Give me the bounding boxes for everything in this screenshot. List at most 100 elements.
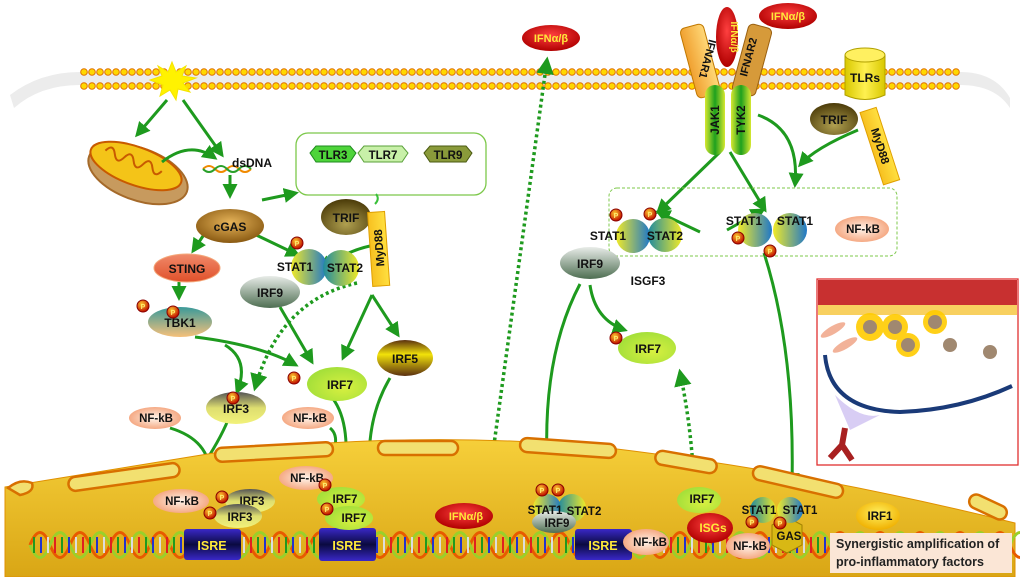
lipid-head (824, 68, 832, 76)
lipid-head (256, 68, 264, 76)
irf7-node-left: IRF7 (307, 367, 367, 401)
lipid-head (104, 82, 112, 90)
svg-text:IRF7: IRF7 (333, 494, 358, 506)
lipid-head (896, 68, 904, 76)
lipid-head (240, 68, 248, 76)
lipid-head (120, 82, 128, 90)
svg-text:IFNα/β: IFNα/β (449, 511, 484, 523)
svg-text:NF-kB: NF-kB (846, 224, 880, 236)
lipid-head (440, 82, 448, 90)
isre-box-2: ISRE (319, 528, 376, 561)
trif-node-right: TRIF (810, 103, 858, 135)
svg-text:P: P (540, 488, 545, 495)
secreted-ifn-node: IFNα/β (522, 25, 580, 51)
lipid-head (920, 68, 928, 76)
lipid-head (368, 82, 376, 90)
svg-text:P: P (292, 376, 297, 383)
lipid-head (312, 68, 320, 76)
trif-node: TRIF (321, 199, 371, 235)
mitochondrion-icon (87, 140, 189, 206)
lipid-head (520, 68, 528, 76)
lipid-head (112, 68, 120, 76)
phosphate-icon: P (287, 371, 301, 385)
lipid-head (656, 68, 664, 76)
svg-text:P: P (556, 488, 561, 495)
lipid-head (792, 68, 800, 76)
lipid-head (576, 68, 584, 76)
lipid-head (832, 68, 840, 76)
svg-text:IRF5: IRF5 (392, 352, 418, 366)
stat1-stat2-dimer-left: STAT1 STAT2 (277, 249, 363, 286)
lipid-head (408, 68, 416, 76)
svg-text:TLR9: TLR9 (434, 150, 463, 162)
phosphate-icon: P (136, 299, 150, 313)
lipid-head (512, 68, 520, 76)
phosphate-icon: P (609, 331, 623, 345)
lipid-head (192, 68, 200, 76)
sting-node: STING (153, 253, 221, 283)
lipid-head (256, 82, 264, 90)
lipid-head (448, 68, 456, 76)
svg-text:TLR7: TLR7 (369, 150, 398, 162)
dotted-arrows (250, 56, 695, 489)
lipid-head (104, 68, 112, 76)
lipid-head (672, 68, 680, 76)
phosphate-icon: P (773, 516, 787, 530)
svg-text:NF-kB: NF-kB (633, 537, 667, 549)
ifn-ligand-free: IFNα/β (759, 3, 817, 29)
svg-text:IRF9: IRF9 (545, 518, 570, 530)
lipid-head (800, 82, 808, 90)
svg-text:TRIF: TRIF (821, 113, 848, 127)
svg-text:IRF9: IRF9 (577, 257, 603, 271)
lipid-head (448, 82, 456, 90)
lipid-head (384, 82, 392, 90)
lipid-head (584, 68, 592, 76)
svg-text:P: P (768, 249, 773, 256)
svg-text:NF-kB: NF-kB (139, 413, 173, 425)
lipid-head (528, 68, 536, 76)
lipid-head (504, 68, 512, 76)
lipid-head (904, 68, 912, 76)
svg-text:STAT1: STAT1 (528, 505, 563, 517)
lipid-head (576, 82, 584, 90)
lipid-head (400, 82, 408, 90)
lipid-head (648, 68, 656, 76)
lipid-head (808, 68, 816, 76)
myd88-node: MyD88 (367, 210, 391, 287)
phosphate-icon: P (320, 502, 334, 516)
lipid-head (336, 68, 344, 76)
lipid-head (472, 82, 480, 90)
endosomal-tlr-box (295, 132, 487, 196)
svg-text:IFNα/β: IFNα/β (771, 11, 806, 23)
lipid-head (776, 82, 784, 90)
svg-text:P: P (171, 310, 176, 317)
lipid-head (144, 82, 152, 90)
lipid-head (320, 82, 328, 90)
lipid-head (680, 68, 688, 76)
danger-signal-star-icon (148, 60, 198, 102)
svg-text:P: P (231, 396, 236, 403)
lipid-head (200, 82, 208, 90)
lipid-head (216, 82, 224, 90)
lipid-head (472, 68, 480, 76)
lipid-head (336, 82, 344, 90)
svg-text:TRIF: TRIF (333, 211, 360, 225)
lipid-head (768, 68, 776, 76)
svg-text:ISGs: ISGs (699, 521, 727, 535)
lipid-head (664, 82, 672, 90)
svg-text:IFNα/β: IFNα/β (728, 21, 739, 52)
lipid-head (720, 82, 728, 90)
lipid-head (904, 82, 912, 90)
lipid-head (280, 68, 288, 76)
phosphate-icon: P (203, 506, 217, 520)
lipid-head (520, 82, 528, 90)
svg-text:STAT1: STAT1 (726, 214, 763, 228)
isgs-node: ISGs (687, 513, 733, 543)
lipid-head (152, 68, 160, 76)
lipid-head (728, 68, 736, 76)
lipid-head (512, 82, 520, 90)
svg-text:MyD88: MyD88 (373, 228, 388, 266)
lipid-head (952, 82, 960, 90)
svg-text:JAK1: JAK1 (710, 105, 722, 135)
